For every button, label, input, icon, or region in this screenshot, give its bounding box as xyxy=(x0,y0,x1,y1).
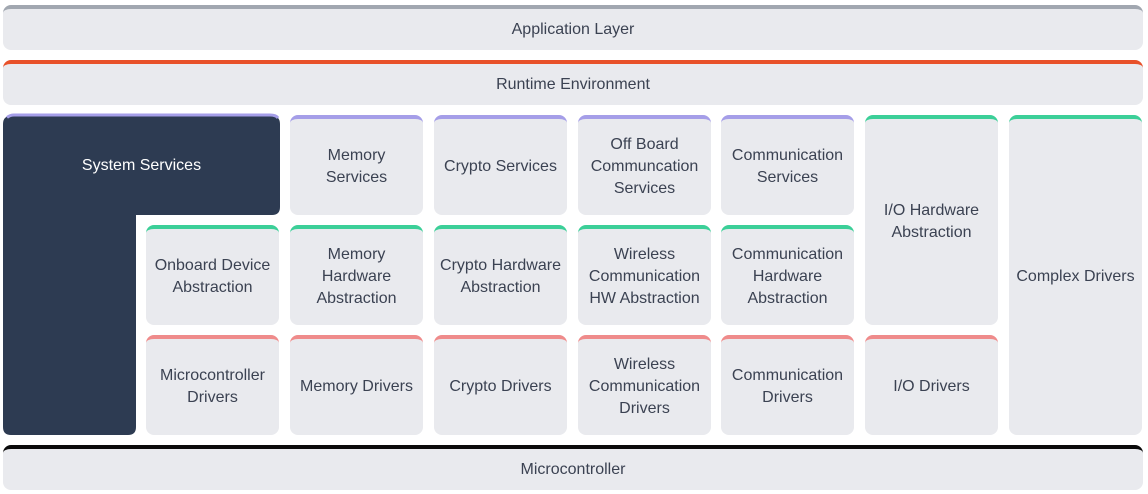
microcontroller-layer: Microcontroller xyxy=(3,445,1143,490)
runtime-environment-layer: Runtime Environment xyxy=(3,60,1143,105)
memory-services-label: Memory Services xyxy=(325,147,388,186)
microcontroller-drivers-label: Microcontroller Drivers xyxy=(160,367,265,406)
io-hardware-abstraction-box: I/O Hardware Abstraction xyxy=(865,115,998,325)
communication-hardware-abstraction-box: Communication Hardware Abstraction xyxy=(721,225,854,325)
onboard-device-abstraction-label: Onboard Device Abstraction xyxy=(154,257,271,296)
crypto-hardware-abstraction-label: Crypto Hardware Abstraction xyxy=(440,257,561,296)
wireless-communication-drivers-box: Wireless Communication Drivers xyxy=(578,335,711,435)
wireless-communication-hw-abstraction-label: Wireless Communication HW Abstraction xyxy=(588,246,701,307)
crypto-hardware-abstraction-box: Crypto Hardware Abstraction xyxy=(434,225,567,325)
crypto-drivers-box: Crypto Drivers xyxy=(434,335,567,435)
complex-drivers-label: Complex Drivers xyxy=(1016,268,1135,285)
application-layer: Application Layer xyxy=(3,5,1143,50)
io-drivers-box: I/O Drivers xyxy=(865,335,998,435)
memory-drivers-label: Memory Drivers xyxy=(300,378,413,395)
wireless-communication-drivers-label: Wireless Communication Drivers xyxy=(588,356,701,417)
memory-hardware-abstraction-label: Memory Hardware Abstraction xyxy=(316,246,397,307)
io-drivers-label: I/O Drivers xyxy=(893,378,970,395)
off-board-communication-services-box: Off Board Communcation Services xyxy=(578,115,711,215)
wireless-communication-hw-abstraction-box: Wireless Communication HW Abstraction xyxy=(578,225,711,325)
communication-services-box: Communication Services xyxy=(721,115,854,215)
io-hardware-abstraction-label: I/O Hardware Abstraction xyxy=(883,202,980,241)
communication-drivers-box: Communication Drivers xyxy=(721,335,854,435)
communication-services-label: Communication Services xyxy=(731,147,844,186)
microcontroller-drivers-box: Microcontroller Drivers xyxy=(146,335,279,435)
complex-drivers-box: Complex Drivers xyxy=(1009,115,1142,435)
communication-drivers-label: Communication Drivers xyxy=(731,367,844,406)
off-board-communication-services-label: Off Board Communcation Services xyxy=(590,136,699,197)
application-layer-label: Application Layer xyxy=(511,20,635,38)
memory-hardware-abstraction-box: Memory Hardware Abstraction xyxy=(290,225,423,325)
crypto-drivers-label: Crypto Drivers xyxy=(449,378,552,395)
runtime-environment-label: Runtime Environment xyxy=(496,75,650,93)
memory-services-box: Memory Services xyxy=(290,115,423,215)
communication-hardware-abstraction-label: Communication Hardware Abstraction xyxy=(731,246,844,307)
system-services-label: System Services xyxy=(81,157,202,174)
crypto-services-label: Crypto Services xyxy=(444,158,557,175)
microcontroller-label: Microcontroller xyxy=(520,460,626,478)
onboard-device-abstraction-box: Onboard Device Abstraction xyxy=(146,225,279,325)
crypto-services-box: Crypto Services xyxy=(434,115,567,215)
memory-drivers-box: Memory Drivers xyxy=(290,335,423,435)
